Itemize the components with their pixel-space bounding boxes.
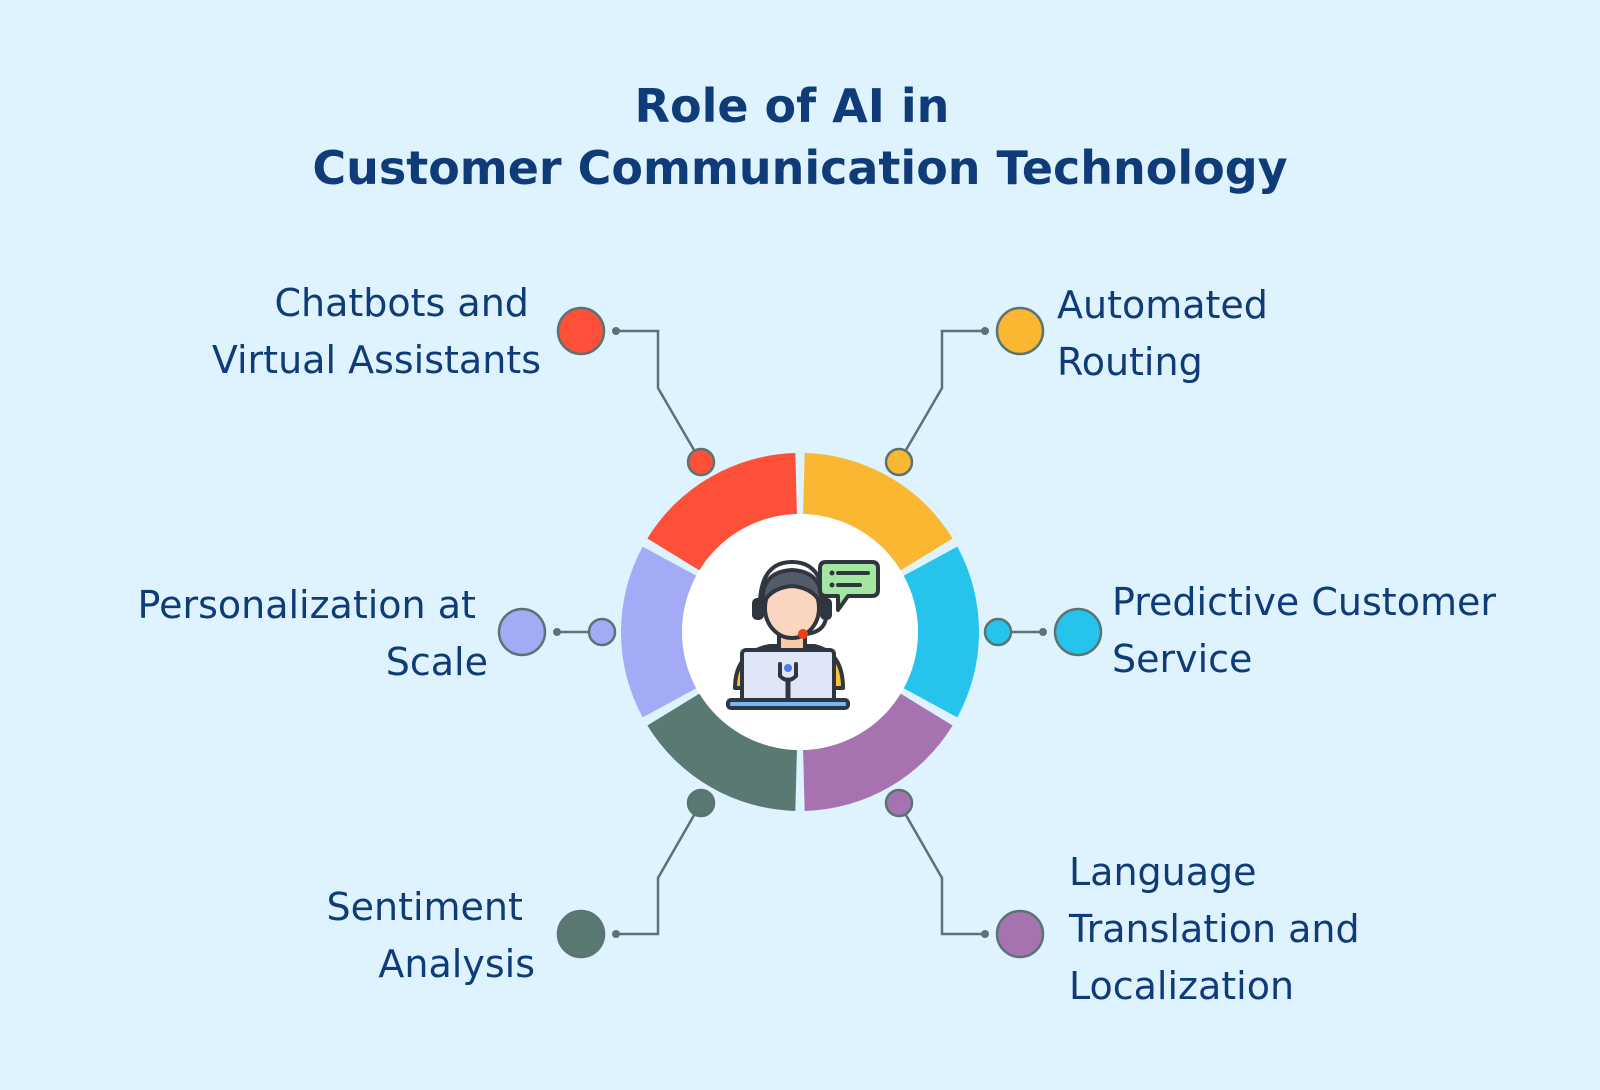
connector-sentiment	[616, 802, 703, 936]
segment-routing	[803, 453, 953, 571]
connector-language	[897, 802, 985, 936]
item-predictive: Predictive Customer Service	[983, 580, 1508, 681]
label-sentiment-line-1: Sentiment	[326, 885, 522, 929]
connector-start-dot-language	[981, 930, 989, 938]
label-personalization-line-1: Personalization at	[138, 583, 476, 627]
label-predictive-line-1: Predictive Customer	[1112, 580, 1496, 624]
label-chatbots-line-2: Virtual Assistants	[212, 338, 541, 382]
label-sentiment-line-2: Analysis	[378, 942, 535, 986]
connector-start-dot-routing	[981, 327, 989, 335]
item-chatbots: Chatbots and Virtual Assistants	[212, 281, 716, 477]
segment-language	[803, 693, 953, 811]
outer-marker-language	[995, 909, 1045, 959]
connector-start-dot-predictive	[1039, 628, 1047, 636]
item-personalization: Personalization at Scale	[138, 583, 617, 684]
label-sentiment: Sentiment Analysis	[326, 885, 535, 986]
connector-chatbots	[616, 329, 703, 463]
inner-marker-chatbots	[686, 447, 716, 477]
outer-marker-chatbots	[556, 306, 606, 356]
label-routing-line-1: Automated	[1057, 283, 1268, 327]
segment-chatbots	[647, 453, 797, 571]
customer-support-agent-icon	[726, 559, 880, 710]
item-sentiment: Sentiment Analysis	[326, 788, 716, 986]
label-chatbots: Chatbots and Virtual Assistants	[212, 281, 541, 382]
inner-marker-predictive	[983, 617, 1013, 647]
segment-predictive	[903, 546, 979, 718]
outer-marker-sentiment	[556, 909, 606, 959]
label-predictive-line-2: Service	[1112, 637, 1252, 681]
item-language: Language Translation and Localization	[884, 788, 1372, 1008]
label-routing: Automated Routing	[1057, 283, 1280, 384]
label-language-line-1: Language	[1069, 850, 1257, 894]
label-language: Language Translation and Localization	[1068, 850, 1372, 1008]
segment-sentiment	[647, 693, 797, 811]
connector-start-dot-personalization	[553, 628, 561, 636]
label-predictive: Predictive Customer Service	[1112, 580, 1508, 681]
label-language-line-3: Localization	[1069, 964, 1294, 1008]
segment-personalization	[621, 546, 697, 718]
title-line-1: Role of AI in	[635, 79, 950, 133]
outer-marker-routing	[995, 306, 1045, 356]
connector-start-dot-sentiment	[612, 930, 620, 938]
connector-start-dot-chatbots	[612, 327, 620, 335]
outer-marker-personalization	[497, 607, 547, 657]
label-personalization-line-2: Scale	[386, 640, 488, 684]
inner-marker-sentiment	[686, 788, 716, 818]
connector-routing	[897, 329, 985, 463]
inner-marker-personalization	[587, 617, 617, 647]
item-routing: Automated Routing	[884, 283, 1280, 477]
label-language-line-2: Translation and	[1068, 907, 1360, 951]
label-chatbots-line-1: Chatbots and	[274, 281, 528, 325]
ring	[621, 453, 979, 811]
title-line-2: Customer Communication Technology	[312, 141, 1287, 195]
label-personalization: Personalization at Scale	[138, 583, 488, 684]
outer-marker-predictive	[1053, 607, 1103, 657]
inner-marker-language	[884, 788, 914, 818]
inner-marker-routing	[884, 447, 914, 477]
label-routing-line-2: Routing	[1057, 340, 1203, 384]
